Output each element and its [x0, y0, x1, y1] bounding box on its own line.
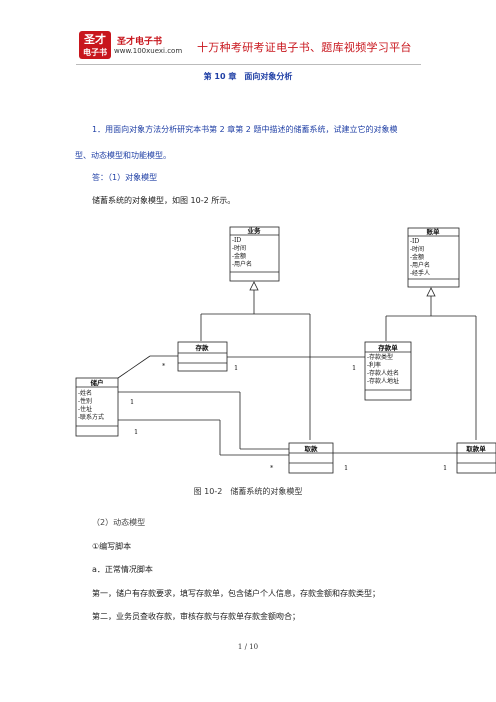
- subsection-b-heading: a．正常情况脚本: [92, 565, 153, 574]
- mult-withdraw-one: 1: [344, 464, 348, 472]
- page-header: 圣才 电子书 圣才电子书 www.100xuexi.com 十万种考研考证电子书…: [0, 0, 496, 70]
- mult-deposit-star: *: [162, 362, 166, 370]
- inheritance-arrow-account: [426, 287, 436, 297]
- attr-deposit-slip-1: -利率: [367, 361, 381, 369]
- question-line1: 1．用面向对象方法分析研究本书第 2 章第 2 题中描述的储蓄系统，试建立它的对…: [92, 125, 398, 134]
- page-number: 1 / 10: [237, 643, 259, 651]
- section2-heading: （2）动态模型: [92, 518, 146, 527]
- class-name-deposit-slip: 存款单: [378, 343, 398, 352]
- attr-deposit-slip-0: -存款类型: [367, 353, 393, 361]
- attr-account-1: -时间: [410, 245, 424, 253]
- class-name-withdraw-slip: 取款单: [466, 444, 486, 453]
- attr-depositor-2: -住址: [78, 405, 92, 413]
- class-name-account: 账单: [427, 227, 441, 236]
- class-name-withdraw: 取款: [305, 444, 319, 453]
- attr-depositor-3: -联系方式: [78, 413, 104, 421]
- attr-depositor-1: -性别: [78, 397, 92, 405]
- attr-depositor-0: -姓名: [78, 389, 92, 397]
- inheritance-arrow-business: [249, 281, 259, 291]
- mult-depositor-one-a: 1: [130, 398, 134, 406]
- header-divider: [76, 64, 421, 65]
- figure-caption: 图 10-2 储蓄系统的对象模型: [193, 487, 303, 496]
- mult-withdraw-star: *: [270, 464, 274, 472]
- header-slogan: 十万种考研考证电子书、题库视频学习平台: [197, 41, 412, 54]
- paragraph-line: 第二，业务员查收存款，审核存款与存款单存款金额吻合；: [92, 612, 300, 621]
- brand-url[interactable]: www.100xuexi.com: [114, 47, 183, 55]
- attr-business-0: -ID: [232, 237, 241, 244]
- chapter-title: 第 10 章 面向对象分析: [203, 72, 293, 81]
- class-boxes: [75, 226, 496, 474]
- logo-text-line2: 电子书: [83, 48, 107, 57]
- attr-business-2: -金额: [232, 252, 246, 260]
- attr-account-3: -用户名: [410, 261, 430, 269]
- attr-business-3: -用户名: [232, 260, 252, 268]
- attr-account-2: -金额: [410, 253, 424, 261]
- mult-deposit-one: 1: [234, 364, 238, 372]
- association-lines: [117, 355, 457, 456]
- attr-business-1: -时间: [232, 244, 246, 252]
- class-name-business: 业务: [248, 226, 262, 235]
- subsection-a-heading: ①编写脚本: [92, 542, 132, 551]
- attr-account-4: -经手人: [410, 269, 430, 277]
- mult-wslip-one: 1: [443, 464, 447, 472]
- brand-logo[interactable]: 圣才 电子书: [79, 31, 111, 59]
- class-name-deposit: 存款: [196, 343, 210, 352]
- class-name-depositor: 储户: [90, 378, 104, 387]
- attr-deposit-slip-3: -存款人地址: [367, 377, 399, 385]
- mult-depositor-one-b: 1: [134, 428, 138, 436]
- answer-label: 答：（1）对象模型: [92, 173, 158, 182]
- paragraph-line: 第一，储户有存款要求，填写存款单，包含储户个人信息，存款金额和存款类型；: [92, 589, 380, 598]
- figure-description: 储蓄系统的对象模型，如图 10-2 所示。: [92, 196, 236, 205]
- mult-slip-one: 1: [352, 364, 356, 372]
- inheritance-lines: [200, 290, 477, 440]
- brand-name: 圣才电子书: [117, 37, 163, 47]
- question-line2: 型、动态模型和功能模型。: [75, 151, 171, 160]
- logo-text-line1: 圣才: [84, 33, 106, 46]
- attr-account-0: -ID: [410, 238, 419, 245]
- attr-deposit-slip-2: -存款人姓名: [367, 369, 399, 377]
